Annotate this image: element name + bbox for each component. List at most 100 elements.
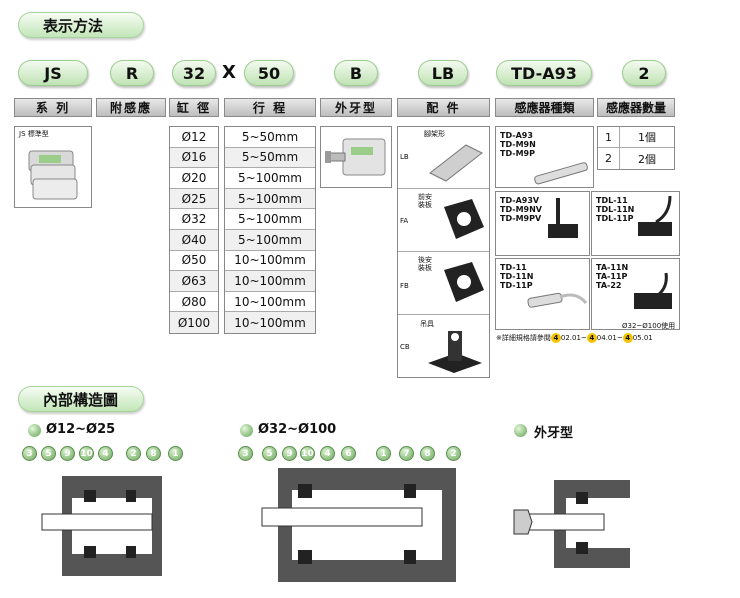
sensor-group-td11: TD-11 TD-11N TD-11P bbox=[495, 258, 590, 330]
sensor-model: TA-11N bbox=[596, 263, 629, 272]
sensor-group-ta11: TA-11N TA-11P TA-22 Ø32~Ø100使用 bbox=[591, 258, 680, 330]
foot-bracket-image bbox=[429, 144, 483, 182]
sensor-model: TD-M9NV bbox=[500, 205, 542, 214]
quantity-num: 2 bbox=[598, 148, 620, 169]
sensor-model: TD-11 bbox=[500, 263, 527, 272]
stroke-row: 5~50mm bbox=[225, 127, 315, 148]
sensor-model: TDL-11N bbox=[596, 205, 635, 214]
sensor-a93v-image bbox=[548, 198, 578, 238]
column-header-male-thread: 外牙型 bbox=[320, 98, 392, 117]
part-marker: 4 bbox=[98, 446, 113, 461]
code-x-sign: X bbox=[222, 62, 236, 83]
part-marker: 3 bbox=[22, 446, 37, 461]
structure-title-tag: 內部構造圖 bbox=[18, 386, 144, 412]
sensor-model: TA-11P bbox=[596, 272, 628, 281]
part-marker: 10 bbox=[79, 446, 94, 461]
code-bore: 32 bbox=[172, 60, 216, 86]
bore-row: Ø25 bbox=[170, 188, 218, 210]
stroke-row: 10~100mm bbox=[225, 271, 315, 292]
bore-row: Ø100 bbox=[170, 312, 218, 333]
accessory-name: 後安裝板 bbox=[418, 256, 432, 272]
bore-row: Ø63 bbox=[170, 271, 218, 292]
rear-flange-image bbox=[444, 262, 484, 302]
accessory-code: LB bbox=[400, 153, 409, 161]
sensor-model: TD-M9P bbox=[500, 149, 535, 158]
quantity-label: 2個 bbox=[638, 152, 656, 166]
sensor-a93-image bbox=[534, 162, 588, 185]
part-marker: 6 bbox=[341, 446, 356, 461]
stroke-row: 10~100mm bbox=[225, 312, 315, 333]
code-sensor-type: TD-A93 bbox=[496, 60, 592, 86]
bullet-icon bbox=[514, 424, 527, 437]
column-header-sensor-type: 感應器種類 bbox=[495, 98, 594, 117]
front-flange-image bbox=[444, 199, 484, 239]
code-accessory: LB bbox=[418, 60, 468, 86]
structure-title: 內部構造圖 bbox=[43, 390, 119, 409]
male-thread-cylinder-image bbox=[325, 138, 386, 176]
accessory-code: FA bbox=[400, 217, 409, 225]
code-stroke: 50 bbox=[244, 60, 294, 86]
accessory-cb: CB 吊具 bbox=[398, 315, 489, 377]
sensor-model: TDL-11P bbox=[596, 214, 634, 223]
part-marker: 1 bbox=[376, 446, 391, 461]
accessory-name: 吊具 bbox=[420, 320, 434, 328]
cylinder-image bbox=[28, 150, 78, 200]
part-marker: 8 bbox=[420, 446, 435, 461]
sensor-group-note: Ø32~Ø100使用 bbox=[622, 322, 676, 330]
quantity-row: 2 2個 bbox=[598, 148, 674, 169]
bore-row: Ø16 bbox=[170, 147, 218, 169]
stroke-row: 10~100mm bbox=[225, 251, 315, 272]
part-marker: 9 bbox=[60, 446, 75, 461]
code-male-thread: B bbox=[334, 60, 378, 86]
part-marker: 9 bbox=[282, 446, 297, 461]
bore-table: Ø12 Ø16 Ø20 Ø25 Ø32 Ø40 Ø50 Ø63 Ø80 Ø100 bbox=[169, 126, 219, 334]
male-thread-section-drawing bbox=[513, 480, 630, 568]
sensor-model: TD-A93 bbox=[500, 131, 533, 140]
sensor-model: TD-11P bbox=[500, 281, 533, 290]
ref-badge: 4 bbox=[622, 333, 633, 343]
structure-sub-large: Ø32~Ø100 bbox=[258, 422, 337, 437]
accessory-code: FB bbox=[400, 282, 409, 290]
bore-row: Ø40 bbox=[170, 229, 218, 251]
column-header-sensor-attach: 附感應 bbox=[96, 98, 166, 117]
stroke-row: 5~50mm bbox=[225, 147, 315, 169]
series-cell: JS 標準型 bbox=[14, 126, 92, 208]
part-marker: 2 bbox=[446, 446, 461, 461]
part-marker: 8 bbox=[146, 446, 161, 461]
column-header-series: 系 列 bbox=[14, 98, 92, 117]
bullet-icon bbox=[240, 424, 253, 437]
stroke-row: 5~100mm bbox=[225, 209, 315, 230]
header-title: 表示方法 bbox=[43, 16, 104, 35]
accessory-fa: FA 前安裝板 bbox=[398, 189, 489, 252]
part-marker: 7 bbox=[399, 446, 414, 461]
sensor-td11-image bbox=[527, 292, 588, 308]
part-marker: 4 bbox=[320, 446, 335, 461]
accessory-name: 腳架形 bbox=[424, 130, 445, 138]
accessory-fb: FB 後安裝板 bbox=[398, 252, 489, 315]
sensor-group-a93: TD-A93 TD-M9N TD-M9P bbox=[495, 126, 594, 188]
bore-row: Ø12 bbox=[170, 127, 218, 148]
bore-row: Ø50 bbox=[170, 251, 218, 272]
stroke-row: 5~100mm bbox=[225, 188, 315, 210]
male-thread-cell bbox=[320, 126, 392, 188]
ref-badge: 4 bbox=[550, 333, 561, 343]
stroke-table: 5~50mm 5~50mm 5~100mm 5~100mm 5~100mm 5~… bbox=[224, 126, 316, 334]
sensor-model: TDL-11 bbox=[596, 196, 628, 205]
sensor-model: TD-M9N bbox=[500, 140, 536, 149]
structure-sub-thread: 外牙型 bbox=[534, 426, 574, 441]
bullet-icon bbox=[28, 424, 41, 437]
column-header-stroke: 行 程 bbox=[224, 98, 316, 117]
small-bore-section-drawing bbox=[41, 476, 162, 576]
code-sensor-attach: R bbox=[110, 60, 154, 86]
part-marker: 2 bbox=[126, 446, 141, 461]
sensor-tdl-image bbox=[638, 195, 672, 236]
column-header-sensor-qty: 感應器數量 bbox=[597, 98, 675, 117]
ref-badge: 4 bbox=[586, 333, 597, 343]
series-label: JS 標準型 bbox=[19, 130, 49, 138]
bore-row: Ø20 bbox=[170, 168, 218, 189]
sensor-model: TD-11N bbox=[500, 272, 534, 281]
accessory-name: 前安裝板 bbox=[418, 193, 432, 209]
part-marker: 3 bbox=[238, 446, 253, 461]
code-sensor-qty: 2 bbox=[622, 60, 666, 86]
